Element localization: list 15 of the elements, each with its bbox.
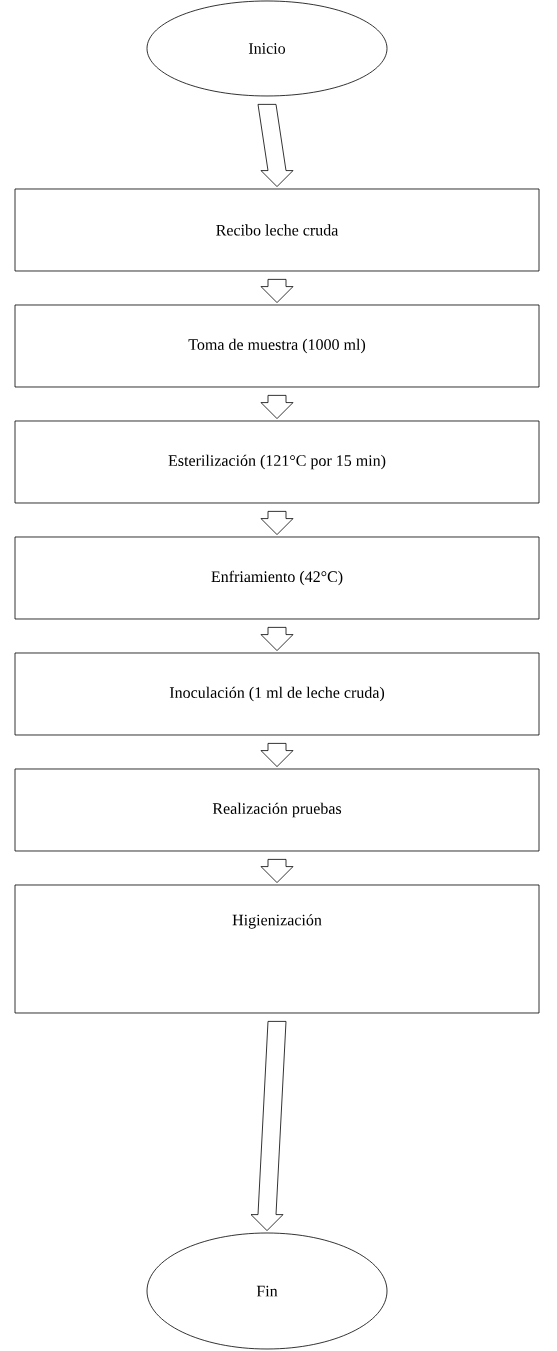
process-box: Realización pruebas: [14, 768, 540, 852]
process-box: Recibo leche cruda: [14, 188, 540, 272]
arrow: [260, 395, 294, 419]
arrow: [260, 279, 294, 303]
process-box: Esterilización (121°C por 15 min): [14, 420, 540, 504]
process-box: Inoculación (1 ml de leche cruda): [14, 652, 540, 736]
process-box: Enfriamiento (42°C): [14, 536, 540, 620]
arrow: [260, 743, 294, 767]
process-box: Toma de muestra (1000 ml): [14, 304, 540, 388]
arrow: [260, 511, 294, 535]
arrow: [260, 859, 294, 883]
arrow: [260, 627, 294, 651]
process-box: Higienización: [14, 884, 540, 1014]
arrow: [250, 1021, 287, 1231]
arrow: [257, 103, 294, 187]
